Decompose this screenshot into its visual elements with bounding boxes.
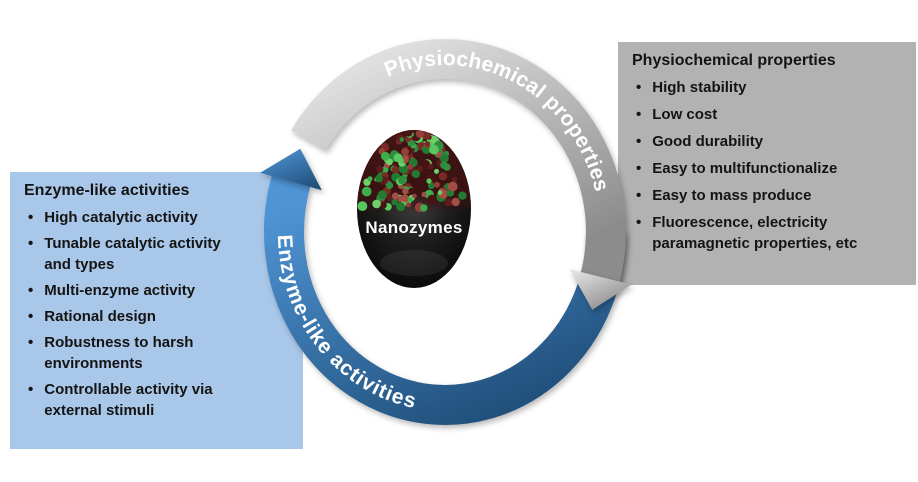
list-item: • Easy to mass produce <box>636 185 904 206</box>
nanoparticle-base-tint <box>357 130 471 214</box>
bullet-icon: • <box>28 235 34 252</box>
sphere-sheen <box>380 250 448 276</box>
bullet-icon: • <box>28 209 34 226</box>
list-item-text: Good durability <box>652 133 764 150</box>
list-item: • High catalytic activity <box>28 207 291 228</box>
gray-arc-band <box>291 39 626 282</box>
list-item-text: Low cost <box>652 106 718 123</box>
nanozyme-sphere: Nanozymes <box>357 130 471 288</box>
list-item-text: Easy to mass produce <box>652 187 812 204</box>
list-item: • Tunable catalytic activity and types <box>28 233 291 275</box>
physiochemical-panel-list: • High stability • Low cost • Good durab… <box>630 77 904 254</box>
enzyme-panel-title: Enzyme-like activities <box>24 182 190 199</box>
bullet-icon: • <box>636 160 642 177</box>
list-item: • High stability <box>636 77 904 98</box>
enzyme-activities-arc <box>260 148 626 425</box>
list-item: • Low cost <box>636 104 904 125</box>
blue-arc-band <box>264 176 626 425</box>
bullet-icon: • <box>28 334 34 351</box>
bullet-icon: • <box>636 133 642 150</box>
list-item-text: Fluorescence, electricity paramagnetic p… <box>652 214 858 252</box>
bullet-icon: • <box>28 381 34 398</box>
bullet-icon: • <box>636 214 642 231</box>
bullet-icon: • <box>636 79 642 96</box>
list-item: • Good durability <box>636 131 904 152</box>
physiochemical-panel-title: Physiochemical properties <box>632 52 836 69</box>
list-item-text: High stability <box>652 79 747 96</box>
list-item-text: Easy to multifunctionalize <box>652 160 838 177</box>
list-item-text: Controllable activity via external stimu… <box>44 381 213 419</box>
list-item-text: Multi-enzyme activity <box>44 282 196 299</box>
bullet-icon: • <box>636 106 642 123</box>
nanoparticle-cap <box>357 130 471 214</box>
list-item: • Rational design <box>28 306 291 327</box>
list-item-text: High catalytic activity <box>44 209 198 226</box>
list-item-text: Rational design <box>44 308 156 325</box>
enzyme-panel-list: • High catalytic activity • Tunable cata… <box>22 207 291 421</box>
sphere-body <box>357 130 471 288</box>
nanoparticle-dots-icon <box>357 130 467 213</box>
physiochemical-properties-panel: Physiochemical properties • High stabili… <box>618 42 916 285</box>
list-item: • Easy to multifunctionalize <box>636 158 904 179</box>
bullet-icon: • <box>636 187 642 204</box>
list-item: • Fluorescence, electricity paramagnetic… <box>636 212 904 254</box>
enzyme-activities-panel: Enzyme-like activities • High catalytic … <box>10 172 303 449</box>
center-label: Nanozymes <box>365 218 462 237</box>
bullet-icon: • <box>28 282 34 299</box>
list-item: • Robustness to harsh environments <box>28 332 291 374</box>
physiochemical-properties-arc <box>291 39 632 310</box>
list-item: • Multi-enzyme activity <box>28 280 291 301</box>
bullet-icon: • <box>28 308 34 325</box>
list-item: • Controllable activity via external sti… <box>28 379 291 421</box>
list-item-text: Tunable catalytic activity and types <box>44 235 221 273</box>
list-item-text: Robustness to harsh environments <box>44 334 194 372</box>
physiochemical-arc-label: Physiochemical properties <box>381 46 614 194</box>
